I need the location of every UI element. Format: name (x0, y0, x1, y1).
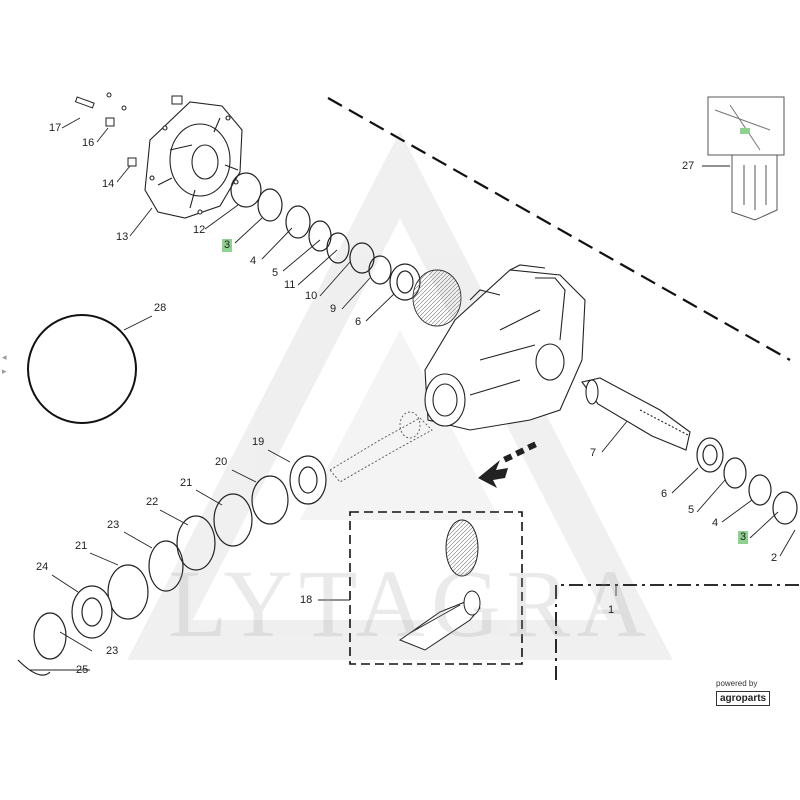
callout-1[interactable]: 1 (608, 604, 615, 616)
callout-13[interactable]: 13 (116, 231, 129, 243)
ring-stack-upper (230, 172, 392, 285)
callout-2[interactable]: 2 (771, 552, 778, 564)
callout-23[interactable]: 23 (107, 519, 120, 531)
callout-4-right[interactable]: 4 (712, 517, 719, 529)
gear-set-part-18 (398, 519, 481, 651)
callout-10[interactable]: 10 (305, 290, 318, 302)
callout-3-right-highlight[interactable]: 3 (738, 531, 749, 544)
callout-28[interactable]: 28 (154, 302, 167, 314)
callout-6[interactable]: 6 (355, 316, 362, 328)
callout-27[interactable]: 27 (682, 160, 695, 172)
ring-stack-lower (17, 475, 289, 676)
leader-lines (30, 117, 796, 671)
callout-5[interactable]: 5 (272, 267, 279, 279)
callout-21[interactable]: 21 (180, 477, 193, 489)
nut-part-16 (105, 117, 115, 127)
chevron-left-icon[interactable]: ◂ (2, 352, 7, 362)
callout-16[interactable]: 16 (82, 137, 95, 149)
callout-9[interactable]: 9 (330, 303, 337, 315)
callout-20[interactable]: 20 (215, 456, 228, 468)
callout-7[interactable]: 7 (590, 447, 597, 459)
nut-part-14 (127, 95, 183, 167)
boundary-lines (327, 97, 800, 680)
callout-12[interactable]: 12 (193, 224, 206, 236)
callout-19[interactable]: 19 (252, 436, 265, 448)
callout-14[interactable]: 14 (102, 178, 115, 190)
callout-17[interactable]: 17 (49, 122, 62, 134)
callout-18[interactable]: 18 (300, 594, 313, 606)
callout-23-lower[interactable]: 23 (106, 645, 119, 657)
callout-22[interactable]: 22 (146, 496, 159, 508)
callout-4[interactable]: 4 (250, 255, 257, 267)
chevron-right-icon[interactable]: ▸ (2, 366, 7, 376)
o-ring-part-28 (27, 314, 137, 424)
bearing-part-6-upper (389, 263, 421, 301)
callout-3-highlight[interactable]: 3 (222, 239, 233, 252)
brand-logo[interactable]: agroparts (716, 691, 771, 706)
bearing-part-24 (71, 585, 113, 639)
flange-cover-13 (144, 101, 243, 219)
callout-5-right[interactable]: 5 (688, 504, 695, 516)
side-nav-arrows[interactable]: ◂ ▸ (2, 350, 10, 378)
callout-6-right[interactable]: 6 (661, 488, 668, 500)
ring-stack-right (696, 437, 798, 525)
callout-21-lower[interactable]: 21 (75, 540, 88, 552)
thumbnail-part-27 (707, 96, 785, 221)
bearing-part-19 (289, 455, 327, 505)
output-shaft-7 (581, 377, 691, 451)
bevel-gear-upper (412, 269, 462, 327)
powered-by-text: powered by (716, 679, 758, 688)
input-shaft-dotted (329, 411, 433, 483)
bolt-part-17 (74, 92, 127, 111)
direction-arrow (478, 441, 537, 488)
callout-25[interactable]: 25 (76, 664, 89, 676)
callout-24[interactable]: 24 (36, 561, 49, 573)
powered-by-badge[interactable]: powered by agroparts (716, 679, 798, 706)
gearbox-housing (424, 264, 586, 431)
callout-11[interactable]: 11 (284, 279, 296, 291)
